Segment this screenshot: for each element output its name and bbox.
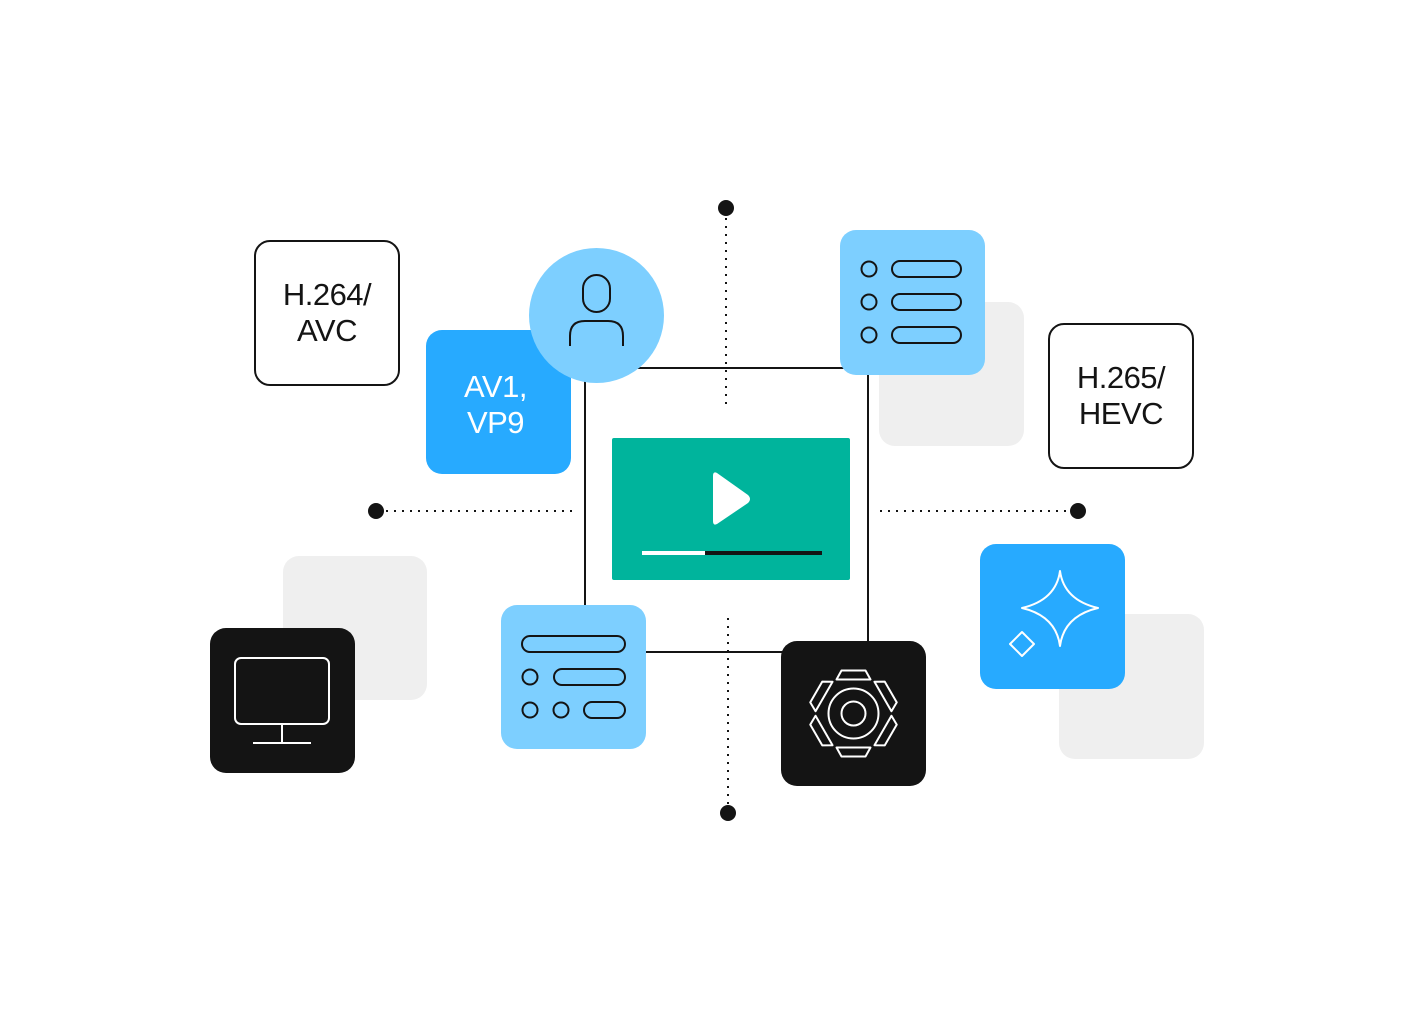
av1-vp9-box: AV1, VP9: [426, 330, 571, 474]
form-list-icon: [521, 635, 626, 719]
video-player-graphics: [642, 472, 822, 555]
gear-tile: [781, 641, 926, 786]
play-icon: [713, 472, 750, 525]
h265-hevc-box: H.265/ HEVC: [1048, 323, 1194, 469]
h264-avc-label: H.264/ AVC: [282, 277, 372, 348]
sparkle-tile: [980, 544, 1125, 689]
h265-hevc-label: H.265/ HEVC: [1076, 360, 1166, 431]
h264-avc-box: H.264/ AVC: [254, 240, 400, 386]
axis-dot-top: [718, 200, 734, 216]
axis-dot-bottom: [720, 805, 736, 821]
user-avatar: [529, 248, 664, 383]
list-tile-bottom: [501, 605, 646, 749]
monitor-tile: [210, 628, 355, 773]
av1-vp9-label: AV1, VP9: [464, 369, 527, 440]
sparkle-icon: [1009, 570, 1099, 657]
list-icon: [860, 260, 962, 344]
video-player[interactable]: [612, 438, 850, 580]
axis-dot-left: [368, 503, 384, 519]
gear-icon: [809, 669, 898, 758]
axis-dot-right: [1070, 503, 1086, 519]
monitor-icon: [234, 657, 330, 744]
user-icon: [569, 274, 624, 346]
center-frame: [584, 367, 869, 653]
list-tile-top: [840, 230, 985, 375]
